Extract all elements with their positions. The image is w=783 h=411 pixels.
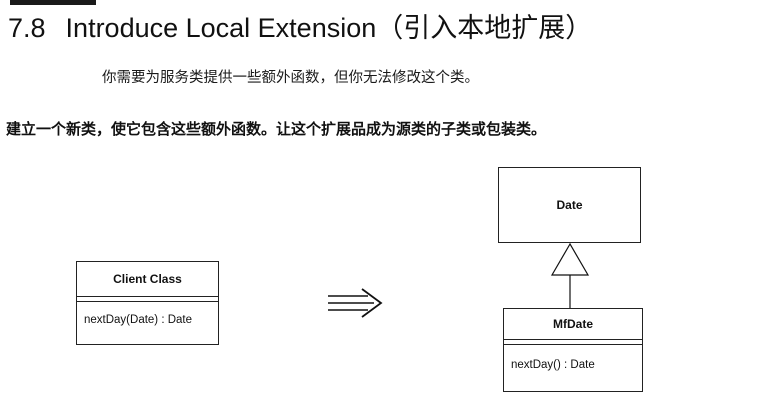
client-class-attributes — [77, 296, 218, 301]
date-class-box: Date — [498, 167, 641, 243]
mfdate-class-name: MfDate — [552, 317, 593, 331]
date-class-name: Date — [556, 198, 583, 212]
section-title: Introduce Local Extension（引入本地扩展） — [65, 13, 593, 43]
transformation-arrow-icon — [328, 288, 383, 318]
client-class-name: Client Class — [113, 272, 182, 286]
mfdate-class-operation: nextDay() : Date — [504, 344, 642, 391]
mfdate-class-attributes — [504, 339, 642, 344]
inheritance-arrow-icon — [550, 242, 590, 308]
section-heading: 7.8 Introduce Local Extension（引入本地扩展） — [8, 10, 592, 46]
mfdate-class-box: MfDate nextDay() : Date — [503, 308, 643, 392]
solution-statement: 建立一个新类，使它包含这些额外函数。让这个扩展品成为源类的子类或包装类。 — [6, 120, 547, 138]
client-class-box: Client Class nextDay(Date) : Date — [76, 261, 219, 345]
section-top-rule — [10, 0, 96, 5]
section-number: 7.8 — [8, 13, 46, 43]
problem-statement: 你需要为服务类提供一些额外函数，但你无法修改这个类。 — [102, 70, 479, 86]
client-class-operation: nextDay(Date) : Date — [77, 301, 218, 344]
